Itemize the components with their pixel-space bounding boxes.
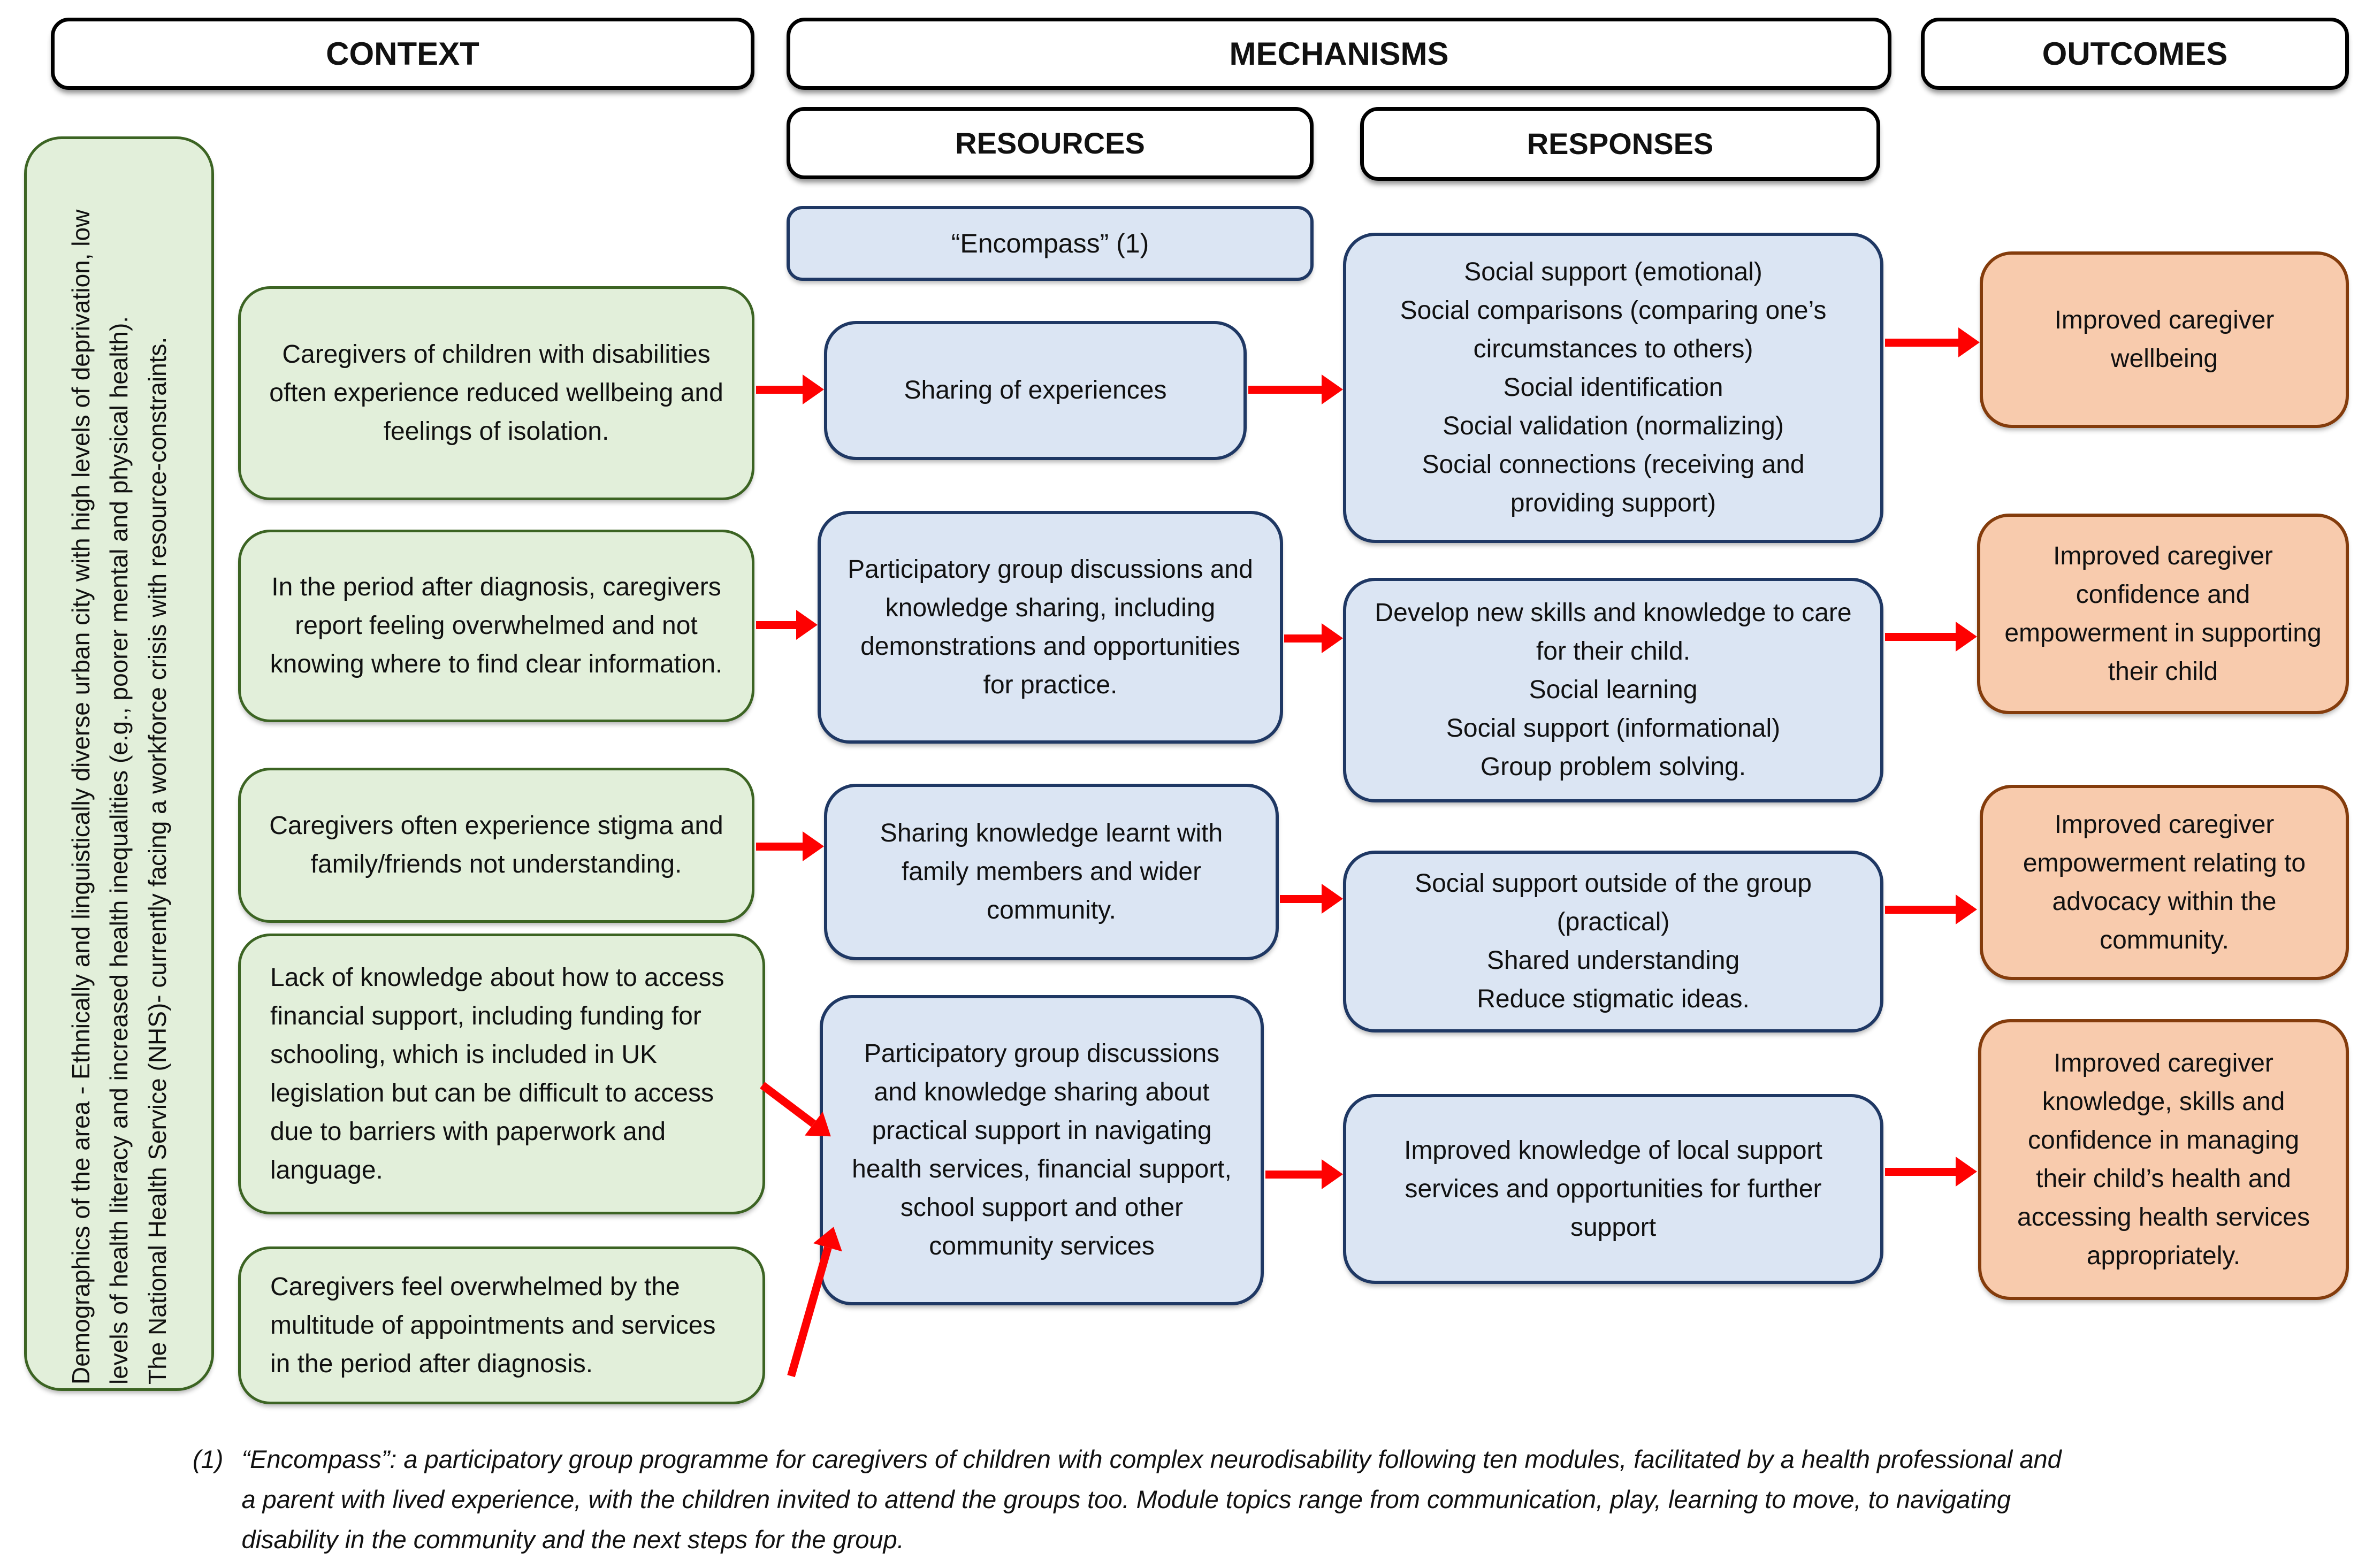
outcome-box-4-text: Improved caregiver knowledge, skills and…: [2017, 1049, 2310, 1270]
context-sidebar: Demographics of the area - Ethnically an…: [24, 136, 214, 1391]
context-sidebar-text: Demographics of the area - Ethnically an…: [66, 209, 171, 1385]
header-mechanisms-label: MECHANISMS: [1229, 35, 1449, 72]
footnote-text: “Encompass”: a participatory group progr…: [241, 1445, 2062, 1554]
outcome-box-4: Improved caregiver knowledge, skills and…: [1978, 1019, 2349, 1300]
footnote: (1) “Encompass”: a participatory group p…: [193, 1439, 2081, 1560]
encompass-box: “Encompass” (1): [787, 206, 1314, 281]
outcome-box-3: Improved caregiver empowerment relating …: [1980, 785, 2349, 980]
header-context: CONTEXT: [51, 18, 754, 90]
resource-box-2: Participatory group discussions and know…: [818, 511, 1283, 744]
context-box-2: In the period after diagnosis, caregiver…: [238, 530, 754, 722]
context-box-5: Caregivers feel overwhelmed by the multi…: [238, 1246, 765, 1404]
context-box-4: Lack of knowledge about how to access fi…: [238, 934, 765, 1214]
outcome-box-1: Improved caregiver wellbeing: [1980, 251, 2349, 428]
header-mechanisms: MECHANISMS: [787, 18, 1891, 90]
header-context-label: CONTEXT: [326, 35, 479, 72]
header-outcomes-label: OUTCOMES: [2042, 35, 2228, 72]
outcome-box-2-text: Improved caregiver confidence and empowe…: [2004, 541, 2322, 686]
response-box-3: Social support outside of the group (pra…: [1343, 851, 1883, 1032]
resource-box-4-text: Participatory group discussions and know…: [852, 1039, 1232, 1260]
context-box-3-text: Caregivers often experience stigma and f…: [269, 812, 723, 878]
resource-box-1: Sharing of experiences: [824, 321, 1247, 460]
context-box-2-text: In the period after diagnosis, caregiver…: [270, 573, 723, 678]
arrow-context5-resource4: [787, 1222, 848, 1378]
response-box-1-text: Social support (emotional) Social compar…: [1400, 258, 1827, 517]
subheader-responses-label: RESPONSES: [1527, 127, 1714, 161]
context-box-1: Caregivers of children with disabilities…: [238, 286, 754, 500]
encompass-label: “Encompass” (1): [951, 228, 1149, 258]
subheader-resources-label: RESOURCES: [955, 126, 1145, 160]
resource-box-1-text: Sharing of experiences: [904, 376, 1167, 404]
footnote-marker: (1): [193, 1445, 224, 1473]
context-box-1-text: Caregivers of children with disabilities…: [269, 340, 723, 446]
context-box-4-text: Lack of knowledge about how to access fi…: [270, 963, 724, 1184]
response-box-2-text: Develop new skills and knowledge to care…: [1375, 599, 1852, 781]
response-box-3-text: Social support outside of the group (pra…: [1415, 869, 1812, 1013]
resource-box-2-text: Participatory group discussions and know…: [848, 555, 1253, 699]
outcome-box-2: Improved caregiver confidence and empowe…: [1977, 514, 2349, 714]
response-box-4: Improved knowledge of local support serv…: [1343, 1094, 1883, 1284]
header-outcomes: OUTCOMES: [1921, 18, 2349, 90]
resource-box-3: Sharing knowledge learnt with family mem…: [824, 784, 1279, 960]
response-box-2: Develop new skills and knowledge to care…: [1343, 578, 1883, 802]
response-box-1: Social support (emotional) Social compar…: [1343, 233, 1883, 543]
context-box-3: Caregivers often experience stigma and f…: [238, 768, 754, 923]
response-box-4-text: Improved knowledge of local support serv…: [1404, 1136, 1822, 1242]
subheader-resources: RESOURCES: [787, 107, 1314, 179]
resource-box-3-text: Sharing knowledge learnt with family mem…: [880, 819, 1223, 924]
context-box-5-text: Caregivers feel overwhelmed by the multi…: [270, 1272, 716, 1378]
outcome-box-1-text: Improved caregiver wellbeing: [2054, 306, 2275, 373]
subheader-responses: RESPONSES: [1360, 107, 1880, 181]
outcome-box-3-text: Improved caregiver empowerment relating …: [2023, 810, 2306, 954]
resource-box-4: Participatory group discussions and know…: [820, 995, 1264, 1305]
